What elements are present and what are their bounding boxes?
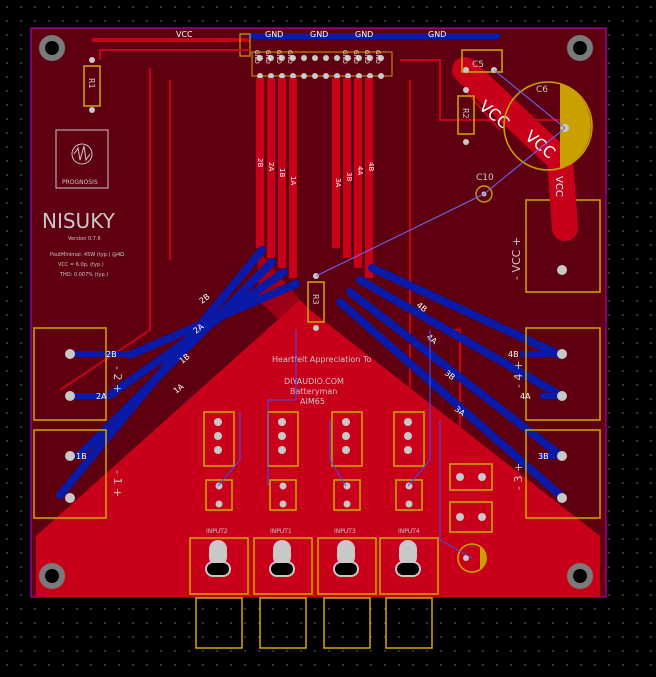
bus-label: 4B	[367, 162, 375, 171]
header-pin-label: GND	[341, 50, 348, 64]
capacitor-c6	[503, 81, 593, 171]
header-pin-label: GND	[374, 50, 381, 64]
conn-label: 4A	[520, 392, 531, 401]
conn-label: 2A	[96, 392, 107, 401]
c6-label: C6	[536, 85, 548, 95]
input-label: INPUT1	[270, 528, 292, 535]
input-label: INPUT3	[334, 528, 356, 535]
header-pin-label: GND	[352, 50, 359, 64]
left-channel-traces	[56, 246, 300, 499]
bus-label: 2A	[267, 162, 275, 171]
right-channel-traces	[336, 264, 564, 499]
conn-polarity: - 2 +	[111, 366, 124, 393]
vcc-trace-label: VCC	[553, 176, 564, 197]
signal-bus-top	[256, 78, 373, 278]
r1-label: R1	[87, 78, 96, 89]
conn-label: 3B	[538, 452, 549, 461]
conn-label: 4B	[508, 350, 519, 359]
credit-line: DIYAUDIO.COM	[284, 377, 344, 386]
r3-label: R3	[311, 294, 320, 305]
mounting-hole-bl	[39, 563, 65, 589]
bus-label: 4A	[356, 166, 364, 175]
spec-line: VCC = 6.0p, (typ.)	[58, 262, 104, 268]
header-pin-label: GND	[253, 50, 260, 64]
bus-label: 1B	[278, 168, 286, 177]
header-pin-label: GND	[264, 50, 271, 64]
input-stage-3	[317, 411, 377, 649]
input-stage-4	[379, 411, 439, 649]
header-pin-label: GND	[363, 50, 370, 64]
mounting-hole-tl	[39, 35, 65, 61]
header-pin-label: GND	[286, 50, 293, 64]
input-label: INPUT4	[398, 528, 420, 535]
bus-label: 2B	[256, 158, 264, 167]
r2-label: R2	[461, 108, 470, 119]
spec-line: THD: 0.007% (typ.)	[59, 272, 108, 278]
bus-label: 1A	[289, 176, 297, 185]
board-title: NISUKY	[42, 209, 116, 233]
gnd-rail-label-1: GND	[265, 30, 283, 39]
input-label: INPUT2	[206, 528, 228, 535]
bus-label: 3B	[345, 172, 353, 181]
gnd-rail-label-4: GND	[428, 30, 446, 39]
conn-label: 1B	[76, 452, 87, 461]
mounting-hole-br	[567, 563, 593, 589]
conn-polarity: - 3 +	[512, 463, 525, 490]
vcc-connector-label: - VCC +	[510, 237, 523, 280]
resistor-r2	[457, 87, 475, 145]
gnd-rail-label-2: GND	[310, 30, 328, 39]
resistor-r1	[83, 57, 101, 113]
c10-label: C10	[476, 173, 494, 183]
header-pin-label: GND	[275, 50, 282, 64]
left-speaker-connectors	[33, 327, 107, 519]
ground-pour	[36, 300, 600, 597]
credit-line: AIM65	[300, 397, 325, 406]
credit-line: Heartfelt Appreciation To	[272, 355, 371, 364]
conn-polarity: - 4 +	[512, 361, 525, 388]
conn-polarity: - 1 +	[111, 470, 124, 497]
logo	[55, 129, 109, 189]
pin-header	[251, 51, 393, 79]
mounting-hole-tr	[567, 35, 593, 61]
vcc-rail-label: VCC	[176, 30, 193, 39]
lower-airwires	[217, 330, 473, 559]
airwires	[315, 69, 566, 277]
spec-line: PoutMinimal: 45W (typ.) @4Ω	[50, 252, 124, 258]
board-version: Version 0.7.6	[68, 236, 101, 242]
gnd-rail-label-3: GND	[355, 30, 373, 39]
c5-label: C5	[472, 60, 484, 70]
input-stage-1	[189, 411, 249, 649]
trimmer-parts	[449, 463, 493, 573]
conn-label: 2B	[106, 350, 117, 359]
bus-label: 3A	[334, 178, 342, 187]
input-stage-2	[253, 411, 313, 649]
credit-line: Batteryman	[290, 387, 337, 396]
logo-text: PROGNOSIS	[62, 179, 98, 186]
